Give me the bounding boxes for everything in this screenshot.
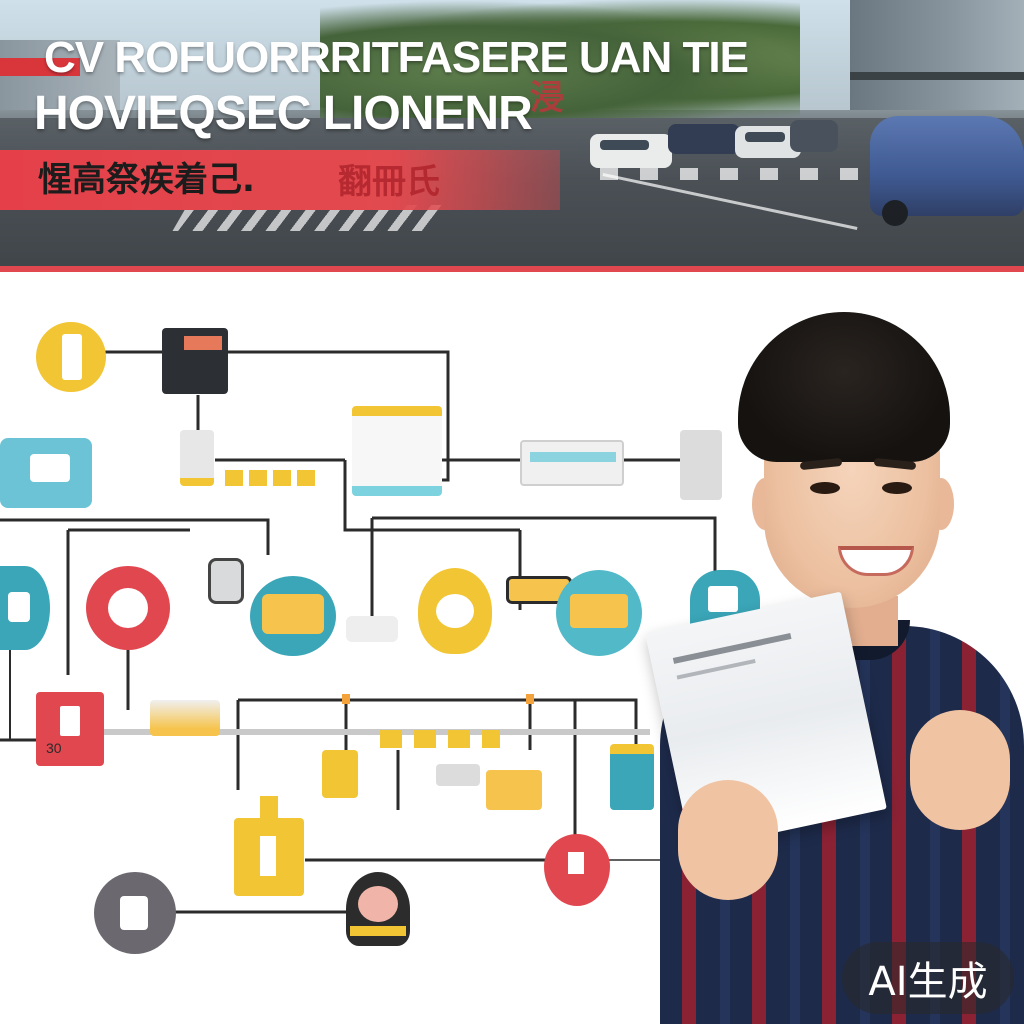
node-faint-panel xyxy=(346,616,398,642)
car-grey xyxy=(790,120,838,152)
node-lamp-unit xyxy=(180,430,214,486)
banner-trees xyxy=(320,0,800,120)
node-yellow-tiles xyxy=(225,470,315,486)
node-dark-portrait xyxy=(346,872,410,946)
car-blue xyxy=(870,116,1024,226)
person-eye-right xyxy=(882,482,912,494)
banner-cjk-text-1: 惺高祭疾着己. xyxy=(38,160,255,200)
document-line xyxy=(676,658,756,680)
person-hand-right xyxy=(910,710,1010,830)
node-teal-printer xyxy=(0,438,92,508)
node-yellow-crate xyxy=(486,770,542,810)
banner-cjk-text-2: 翻冊氏 xyxy=(338,162,440,202)
banner-building-right xyxy=(850,0,1024,110)
node-screen-panel xyxy=(520,440,624,486)
node-grey-stack xyxy=(436,764,480,786)
node-red-box: 30 xyxy=(36,692,104,766)
car-dark xyxy=(668,124,740,154)
banner-red-tag xyxy=(0,58,80,76)
ai-generated-text: AI生成 xyxy=(868,959,988,1005)
flow-diagram: 30 xyxy=(0,280,760,980)
node-yellow-tower xyxy=(234,796,304,896)
ai-generated-badge: AI生成 xyxy=(842,942,1014,1014)
node-red-clock xyxy=(86,566,170,650)
banner-red-strip xyxy=(0,150,560,210)
node-red-pin xyxy=(544,834,610,906)
node-teal-circle xyxy=(0,566,50,650)
banner-title-line1: CV ROFUORRRITFASERE UAN TIE xyxy=(44,33,749,82)
node-red-box-label: 30 xyxy=(46,740,62,756)
node-teal-package xyxy=(250,576,336,656)
node-teal-box xyxy=(556,570,642,656)
car-white xyxy=(590,134,672,168)
connector-junction xyxy=(342,694,350,704)
person-hand-left xyxy=(678,780,778,900)
node-track-tiles xyxy=(150,700,220,736)
node-grey-cabinet xyxy=(680,430,722,500)
banner-cjk-text-3: 浸 xyxy=(530,78,564,118)
node-yellow-board xyxy=(352,406,442,496)
document-line xyxy=(672,633,792,664)
banner-divider xyxy=(0,266,1024,272)
node-small-device xyxy=(208,558,244,604)
connector-junction xyxy=(526,694,534,704)
person-eye-left xyxy=(810,482,840,494)
node-yellow-bin xyxy=(322,750,358,798)
node-grey-circle xyxy=(94,872,176,954)
node-yellow-circle xyxy=(36,322,106,392)
banner-title-line2: HOVIEQSEC LIONENR xyxy=(34,87,533,140)
node-teal-crate xyxy=(610,744,654,810)
node-yellow-camera xyxy=(418,568,492,654)
person-illustration xyxy=(645,310,1024,1024)
node-dark-monitor xyxy=(162,328,228,394)
person-hair xyxy=(738,312,950,462)
header-banner: CV ROFUORRRITFASERE UAN TIE HOVIEQSEC LI… xyxy=(0,0,1024,272)
node-track-yellow xyxy=(380,730,500,748)
